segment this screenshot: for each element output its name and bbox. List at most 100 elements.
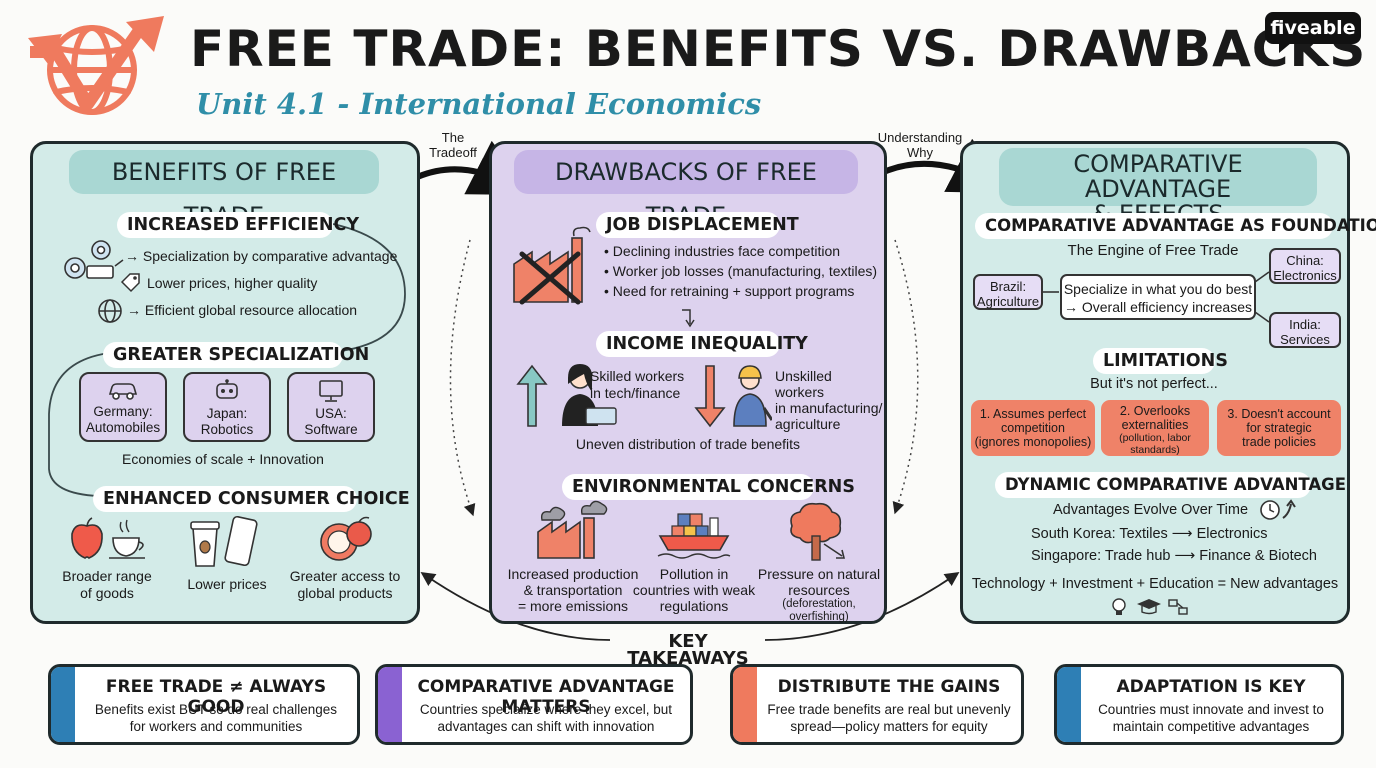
env-item-emissions: Increased production & transportation = … [507,566,639,614]
job-item-3: • Need for retraining + support programs [604,283,855,299]
skilled-worker-icon [516,364,617,427]
takeaway-body: Countries must innovate and invest to ma… [1098,702,1324,734]
limitations-heading: LIMITATIONS [1093,348,1228,374]
dynamic-heading: DYNAMIC COMPARATIVE ADVANTAGE [995,472,1346,498]
specialization-note: Economies of scale + Innovation [122,451,324,467]
connector-label-tradeoff: The Tradeoff [429,130,477,160]
dynamic-example-2: Singapore: Trade hub ⟶ Finance & Biotech [1031,548,1317,564]
monitor-icon [319,380,343,402]
takeaway-card-4: ADAPTATION IS KEY Countries must innovat… [1054,664,1344,745]
efficiency-item-3: → Efficient global resource allocation [127,302,358,318]
foundation-heading: COMPARATIVE ADVANTAGE AS FOUNDATION [975,213,1376,239]
limitation-detail: (pollution, labor standards) [1119,432,1191,456]
consumer-item-goods: Broader range of goods [62,568,152,601]
skilled-workers-label: Skilled workers in tech/finance [590,368,685,401]
country-card-usa: USA: Software [287,372,375,442]
unskilled-worker-icon [694,365,772,428]
factory-emissions-icon [537,500,608,559]
connector-label-understanding: Understanding Why [877,130,963,160]
tag-india: India: Services [1269,312,1341,348]
cargo-ship-icon [657,513,731,559]
country-card-germany: Germany: Automobiles [79,372,167,442]
tag-label: China: Electronics [1273,253,1337,283]
consumer-item-access: Greater access to global products [289,568,401,601]
limitation-label: 2. Overlooks externalities [1119,404,1191,432]
job-item-1: • Declining industries face competition [604,243,841,259]
car-icon [108,383,138,400]
takeaway-title: ADAPTATION IS KEY [1116,677,1306,697]
takeaway-title: DISTRIBUTE THE GAINS [777,677,1001,697]
drawbacks-title: DRAWBACKS OF FREE TRADE [514,150,858,230]
down-turn-arrow-icon [682,309,695,328]
job-item-2: • Worker job losses (manufacturing, text… [604,263,878,279]
takeaway-accent-bar [733,667,757,742]
clock-arrow-icon [1260,499,1296,520]
foundation-sub: The Engine of Free Trade [1067,242,1239,259]
limitation-card-1: 1. Assumes perfect competition (ignores … [971,400,1095,456]
env-item-resources: Pressure on natural resources [757,566,881,598]
globe-check-logo-icon [28,16,164,115]
gears-icon [64,240,124,279]
dynamic-sub: Advantages Evolve Over Time [1053,502,1249,518]
robot-icon [216,379,238,399]
tag-china: China: Electronics [1269,248,1341,284]
page-title: FREE TRADE: BENEFITS VS. DRAWBACKS [190,20,1367,78]
efficiency-item-1: → Specialization by comparative advantag… [125,248,398,264]
dynamic-example-1: South Korea: Textiles ⟶ Electronics [1031,526,1268,542]
takeaway-body: Benefits exist BUT so do real challenges… [94,702,338,734]
limitation-card-3: 3. Doesn't account for strategic trade p… [1217,400,1341,456]
takeaway-title: COMPARATIVE ADVANTAGE MATTERS [417,677,675,717]
country-card-label: USA: Software [304,406,358,437]
env-item-pollution: Pollution in countries with weak regulat… [632,566,756,614]
price-tag-icon [120,273,140,293]
brand-logo: fiveable [1265,12,1361,53]
takeaway-card-3: DISTRIBUTE THE GAINS Free trade benefits… [730,664,1024,745]
drawbacks-panel: DRAWBACKS OF FREE TRADE JOB DISPLACEMENT… [489,141,887,624]
key-takeaways-label: KEY TAKEAWAYS [627,631,749,669]
foundation-center-label: Specialize in what you do best → Overall… [1063,281,1253,315]
tag-brazil: Brazil: Agriculture [973,274,1043,310]
greater-specialization-heading: GREATER SPECIALIZATION [103,342,369,368]
takeaway-accent-bar [1057,667,1081,742]
flow-curve [48,223,406,497]
tech-education-icons [1112,598,1188,615]
limitations-sub: But it's not perfect... [1090,376,1218,392]
foundation-connectors [1043,271,1270,323]
limitation-label: 1. Assumes perfect competition (ignores … [974,407,1092,449]
job-displacement-heading: JOB DISPLACEMENT [596,212,799,238]
environmental-concerns-heading: ENVIRONMENTAL CONCERNS [562,474,855,500]
takeaway-title: FREE TRADE ≠ ALWAYS GOOD [105,677,327,717]
fruit-icon [320,516,372,561]
income-note: Uneven distribution of trade benefits [575,436,801,452]
foundation-center-box: Specialize in what you do best → Overall… [1060,274,1256,320]
takeaway-accent-bar [378,667,402,742]
benefits-panel: BENEFITS OF FREE TRADE INCREASED EFFICIE… [30,141,420,624]
tag-label: Brazil: Agriculture [976,279,1040,309]
consumer-item-prices: Lower prices [187,576,267,592]
unskilled-workers-label: Unskilled workers in manufacturing/ agri… [775,368,883,432]
closed-factory-icon [513,226,591,305]
country-card-label: Germany: Automobiles [85,404,161,435]
globe-icon [98,299,122,323]
country-card-label: Japan: Robotics [200,406,254,437]
benefits-title: BENEFITS OF FREE TRADE [69,150,379,230]
efficiency-item-2: Lower prices, higher quality [147,275,318,291]
takeaway-body: Countries specialize where they excel, b… [419,702,673,734]
income-inequality-heading: INCOME INEQUALITY [596,331,808,357]
enhanced-consumer-choice-heading: ENHANCED CONSUMER CHOICE [93,486,410,512]
limitation-card-2: 2. Overlooks externalities (pollution, l… [1101,400,1209,456]
tag-label: India: Services [1280,317,1330,347]
limitation-label: 3. Doesn't account for strategic trade p… [1227,407,1331,449]
page-subtitle: Unit 4.1 - International Economics [196,87,762,121]
takeaway-card-1: FREE TRADE ≠ ALWAYS GOOD Benefits exist … [48,664,360,745]
takeaway-card-2: COMPARATIVE ADVANTAGE MATTERS Countries … [375,664,693,745]
country-card-japan: Japan: Robotics [183,372,271,442]
tree-stump-icon [790,502,846,561]
apple-teacup-icon [71,517,145,559]
takeaway-accent-bar [51,667,75,742]
env-item-resources-detail: (deforestation, overfishing) [782,598,856,623]
coffee-phone-icon [190,515,258,567]
dynamic-formula: Technology + Investment + Education = Ne… [971,576,1339,592]
comparative-panel: COMPARATIVE ADVANTAGE & EFFECTS COMPARAT… [960,141,1376,624]
takeaway-body: Free trade benefits are real but unevenl… [767,702,1011,734]
